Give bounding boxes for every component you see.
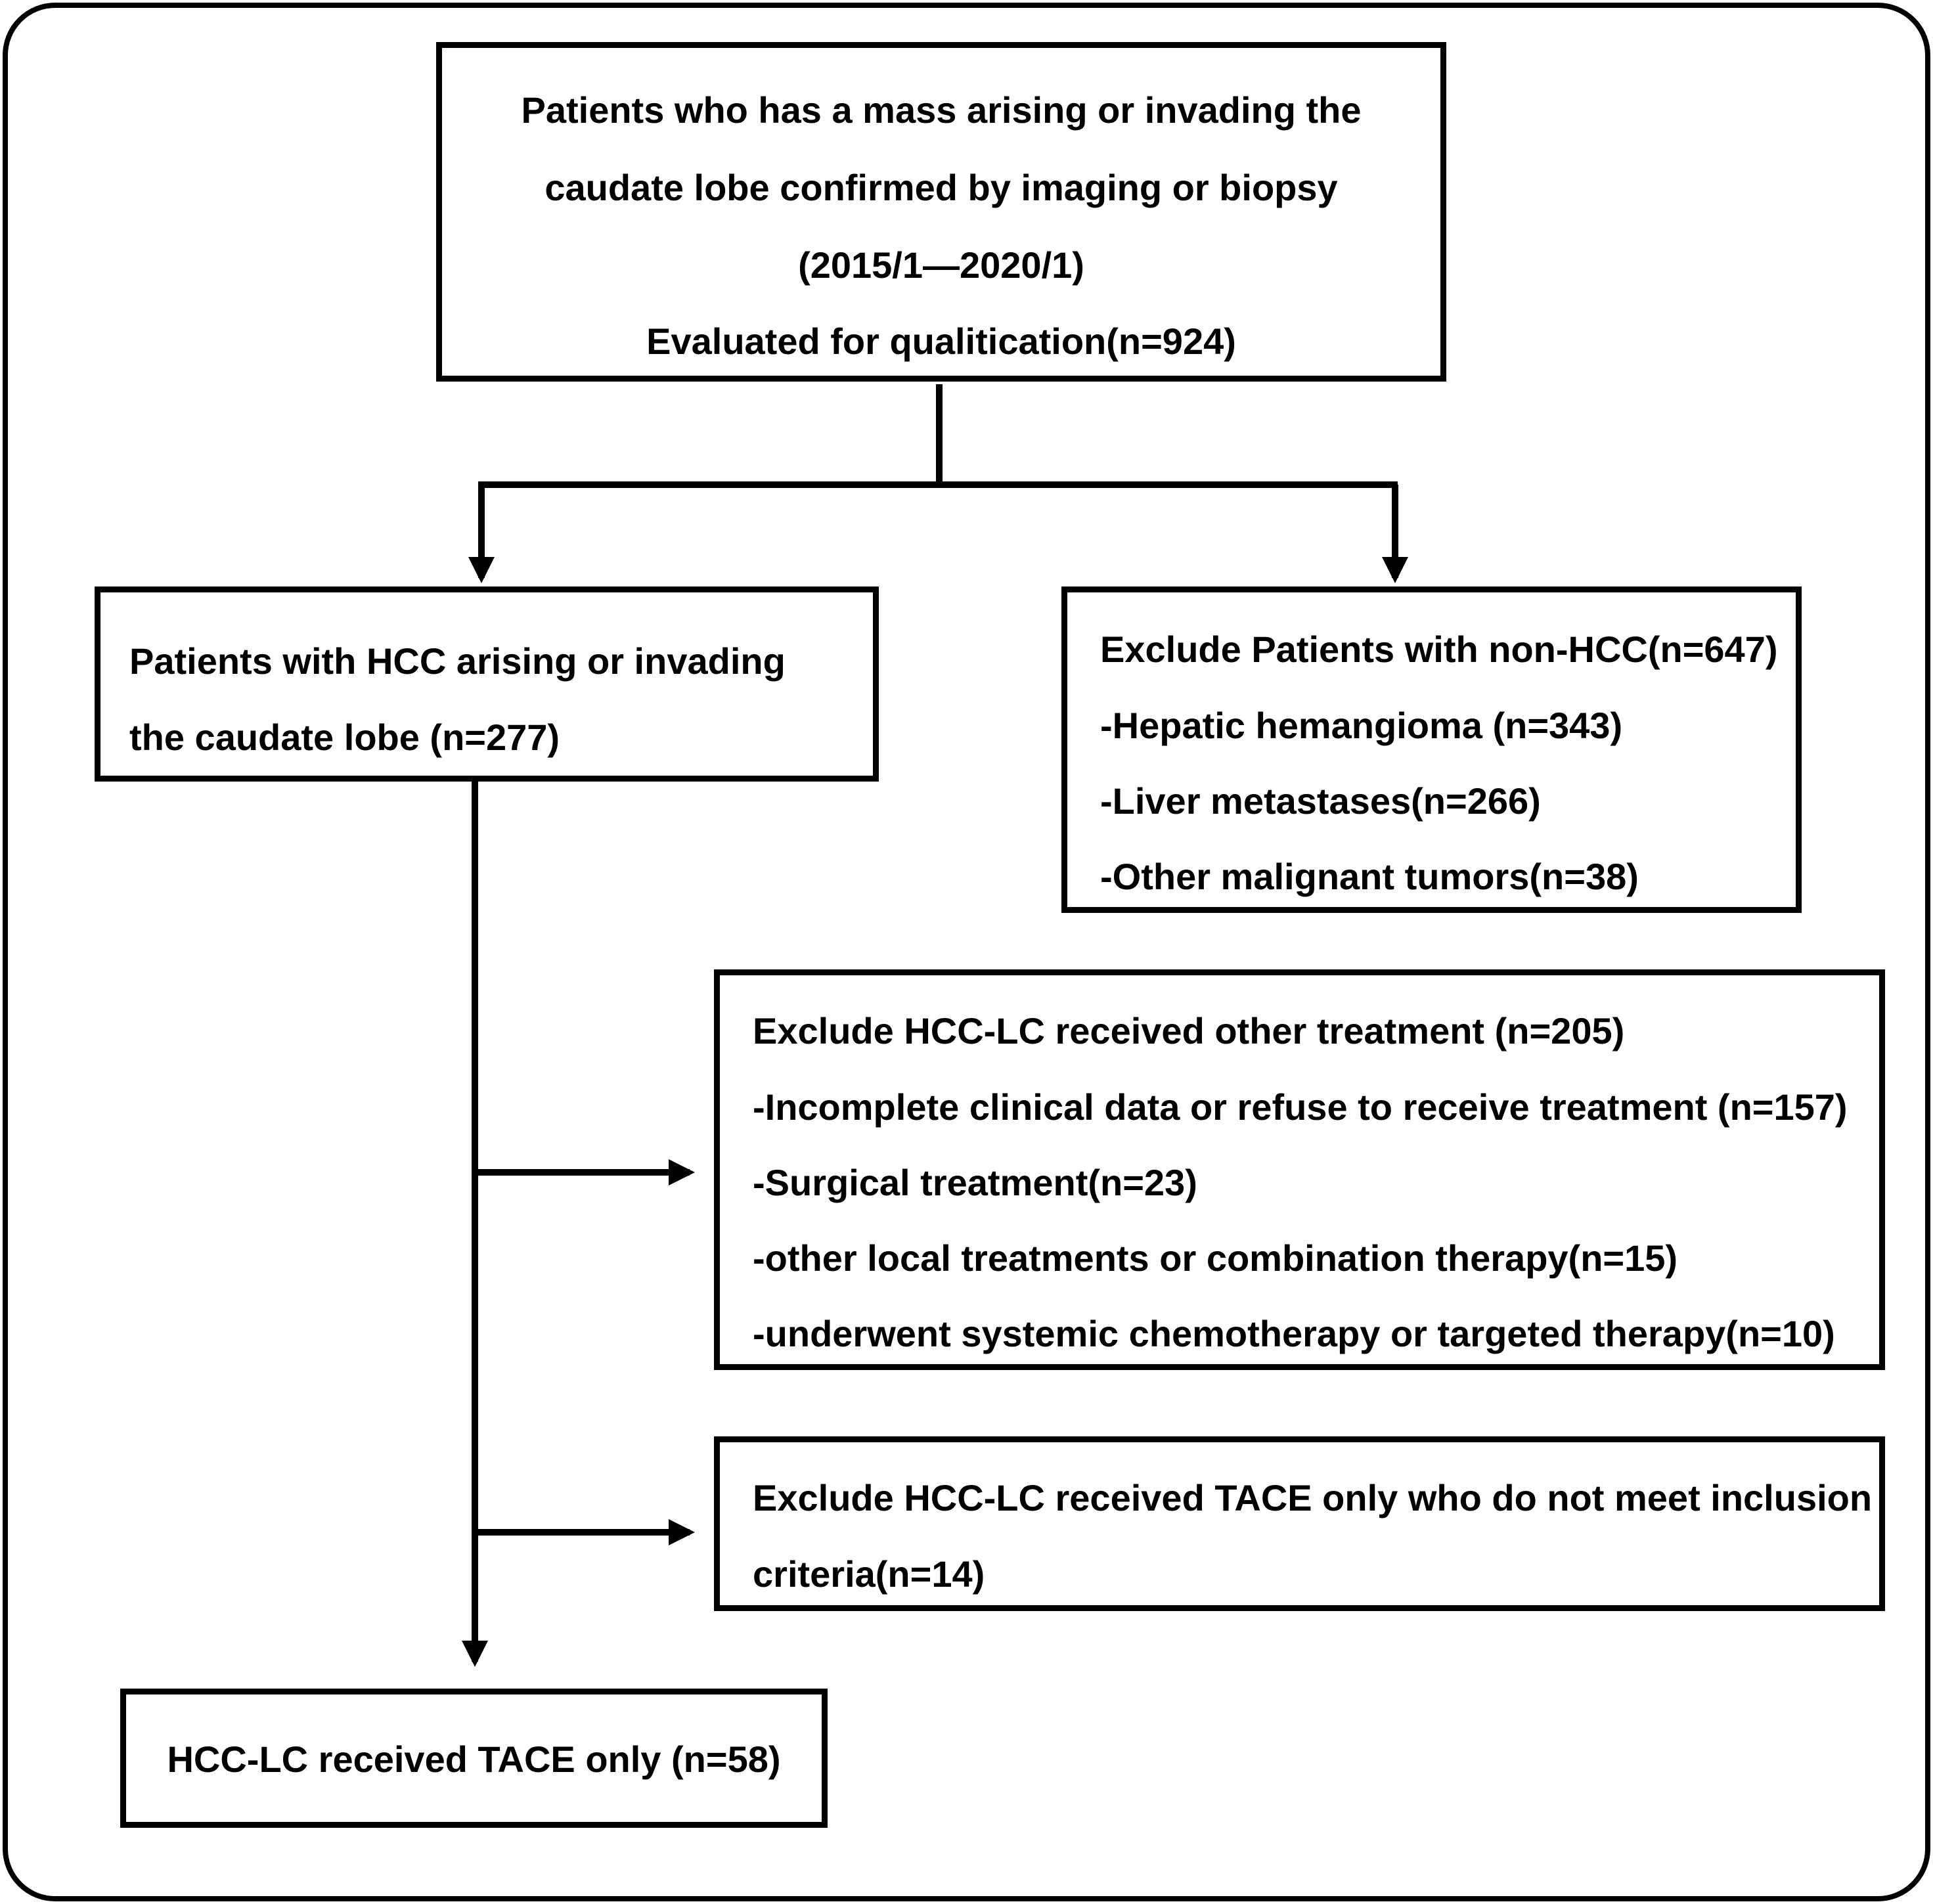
box-final-tace-only: HCC-LC received TACE only (n=58): [120, 1689, 828, 1828]
hcc-box-line-2: the caudate lobe (n=277): [129, 717, 560, 758]
criteria-line-1: Exclude HCC-LC received TACE only who do…: [753, 1477, 1873, 1518]
other-treatment-line-5: -underwent systemic chemotherapy or targ…: [753, 1313, 1835, 1354]
box-screening-evaluated: Patients who has a mass arising or invad…: [436, 42, 1446, 382]
top-box-line-4: Evaluated for qualitication(n=924): [646, 321, 1236, 362]
final-box-line-1: HCC-LC received TACE only (n=58): [167, 1738, 781, 1780]
criteria-line-2: criteria(n=14): [753, 1553, 985, 1595]
top-box-line-3: (2015/1—2020/1): [798, 244, 1084, 286]
box-exclude-non-hcc: Exclude Patients with non-HCC(n=647) -He…: [1061, 587, 1802, 913]
top-box-line-1: Patients who has a mass arising or invad…: [521, 89, 1362, 131]
box-hcc-caudate: Patients with HCC arising or invading th…: [95, 587, 879, 782]
box-exclude-other-treatment: Exclude HCC-LC received other treatment …: [714, 969, 1885, 1370]
other-treatment-line-1: Exclude HCC-LC received other treatment …: [753, 1010, 1625, 1052]
non-hcc-line-1: Exclude Patients with non-HCC(n=647): [1100, 629, 1778, 670]
non-hcc-line-3: -Liver metastases(n=266): [1100, 780, 1541, 822]
other-treatment-line-4: -other local treatments or combination t…: [753, 1237, 1678, 1279]
hcc-box-line-1: Patients with HCC arising or invading: [129, 640, 786, 682]
top-box-line-2: caudate lobe confirmed by imaging or bio…: [544, 167, 1338, 208]
box-exclude-inclusion-criteria: Exclude HCC-LC received TACE only who do…: [714, 1436, 1885, 1611]
other-treatment-line-3: -Surgical treatment(n=23): [753, 1162, 1197, 1203]
non-hcc-line-2: -Hepatic hemangioma (n=343): [1100, 705, 1623, 746]
other-treatment-line-2: -Incomplete clinical data or refuse to r…: [753, 1086, 1848, 1128]
non-hcc-line-4: -Other malignant tumors(n=38): [1100, 856, 1639, 897]
